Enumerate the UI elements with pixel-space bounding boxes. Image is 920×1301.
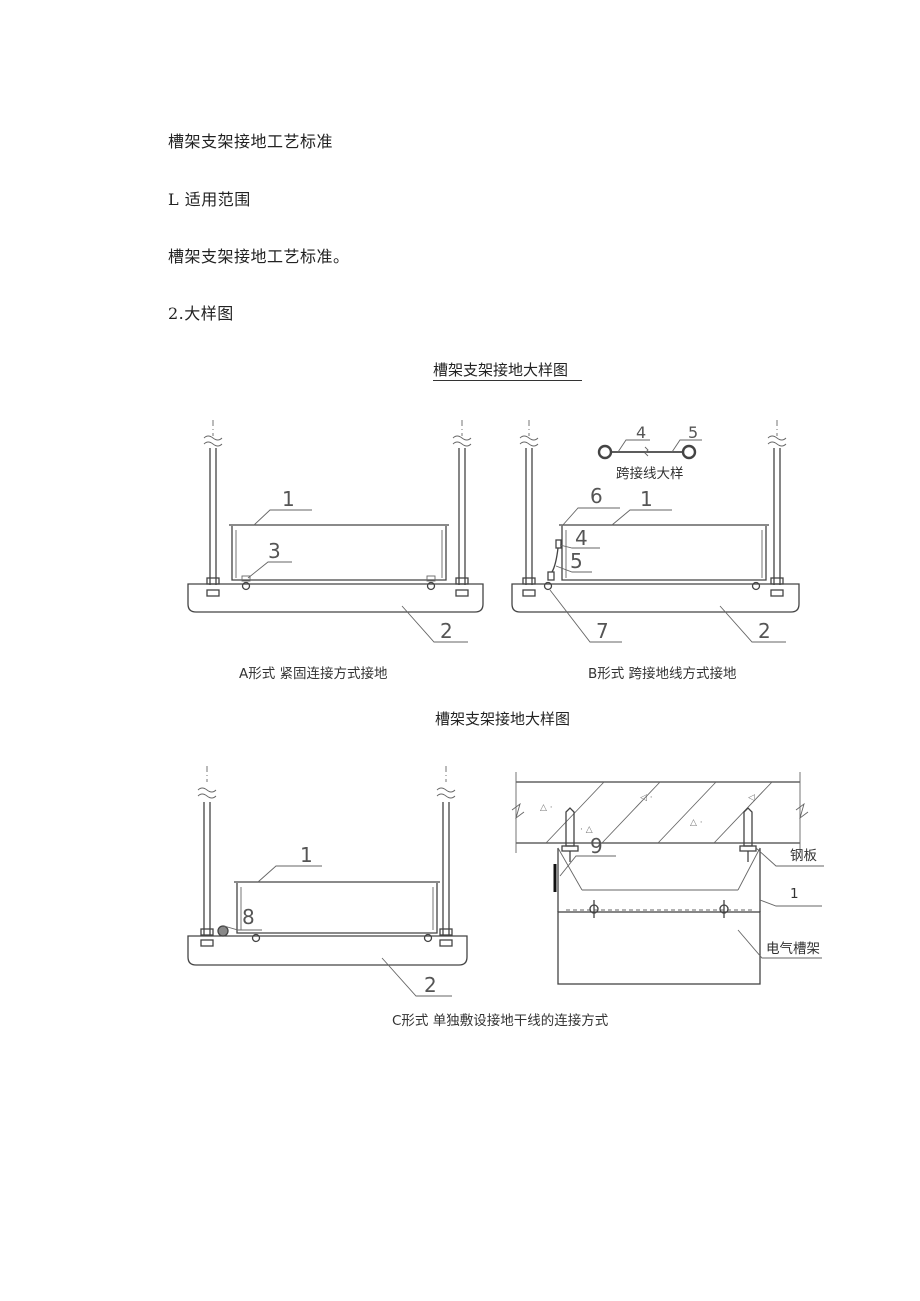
callout-label: 5 xyxy=(688,423,698,442)
svg-text:◁ ·: ◁ · xyxy=(640,793,653,803)
svg-text:△ ·: △ · xyxy=(540,803,553,813)
figure2-caption: 槽架支架接地大样图 xyxy=(435,710,571,728)
panel-b-drawing: 6 1 4 5 7 2 4 5 跨接线大样 B形式 跨接地线方式接地 xyxy=(511,420,800,682)
callout-label: 7 xyxy=(596,619,609,643)
section1-body: 槽架支架接地工艺标准。 xyxy=(168,247,350,266)
jumper-wire xyxy=(547,539,562,581)
support-rod xyxy=(767,420,787,585)
jumper-caption: 跨接线大样 xyxy=(616,465,684,482)
panel-c-drawing: 1 8 2 xyxy=(187,766,468,997)
support-channel xyxy=(187,935,468,966)
support-channel xyxy=(511,583,800,613)
document-title: 槽架支架接地工艺标准 xyxy=(168,132,334,151)
anchor-bolt xyxy=(561,807,579,862)
callout-label: 2 xyxy=(440,619,453,643)
support-rod xyxy=(436,766,456,936)
callout-label: 2 xyxy=(424,973,437,997)
callout-label: 5 xyxy=(570,549,583,573)
callout-label: 1 xyxy=(640,487,653,511)
figure1-caption: 槽架支架接地大样图 xyxy=(433,359,583,381)
concrete-slab: △ · ◁ · △ · ◁ · △ xyxy=(511,772,809,853)
panel-a-caption: A形式 紧固连接方式接地 xyxy=(239,665,388,682)
anchor-bolt xyxy=(739,807,757,862)
callout-label: 6 xyxy=(590,484,603,508)
cable-tray xyxy=(234,881,440,934)
support-rod xyxy=(197,766,217,936)
tray-label: 电气槽架 xyxy=(766,941,820,957)
panel-b-caption: B形式 跨接地线方式接地 xyxy=(588,665,737,682)
ground-conductor xyxy=(217,925,229,937)
callout-label: 4 xyxy=(636,423,646,442)
section2-heading: 2.大样图 xyxy=(168,304,234,323)
callout-label: 1 xyxy=(282,487,295,511)
section1-heading: L 适用范围 xyxy=(168,190,251,209)
cable-tray xyxy=(557,911,761,985)
svg-text:· △: · △ xyxy=(580,825,593,835)
panel-c-caption: C形式 单独敷设接地干线的连接方式 xyxy=(392,1012,609,1029)
callout-label: 4 xyxy=(575,526,588,550)
support-rod xyxy=(203,420,223,585)
callout-label: 2 xyxy=(758,619,771,643)
steel-plate-label: 钢板 xyxy=(790,848,818,864)
slab-section-drawing: △ · ◁ · △ · ◁ · △ xyxy=(511,772,824,985)
support-channel xyxy=(187,583,484,613)
callout-label: 9 xyxy=(590,834,603,858)
callout-label: 3 xyxy=(268,539,281,563)
svg-text:◁: ◁ xyxy=(748,793,755,803)
panel-a-drawing: 1 3 2 A形式 紧固连接方式接地 xyxy=(187,420,484,682)
callout-label: 1 xyxy=(790,886,799,902)
callout-label: 8 xyxy=(242,905,255,929)
svg-text:△ ·: △ · xyxy=(690,818,703,828)
cable-tray xyxy=(229,524,449,581)
callout-label: 1 xyxy=(300,843,313,867)
support-rod xyxy=(452,420,472,585)
jumper-detail: 4 5 跨接线大样 xyxy=(597,423,702,482)
support-rod xyxy=(519,420,539,585)
